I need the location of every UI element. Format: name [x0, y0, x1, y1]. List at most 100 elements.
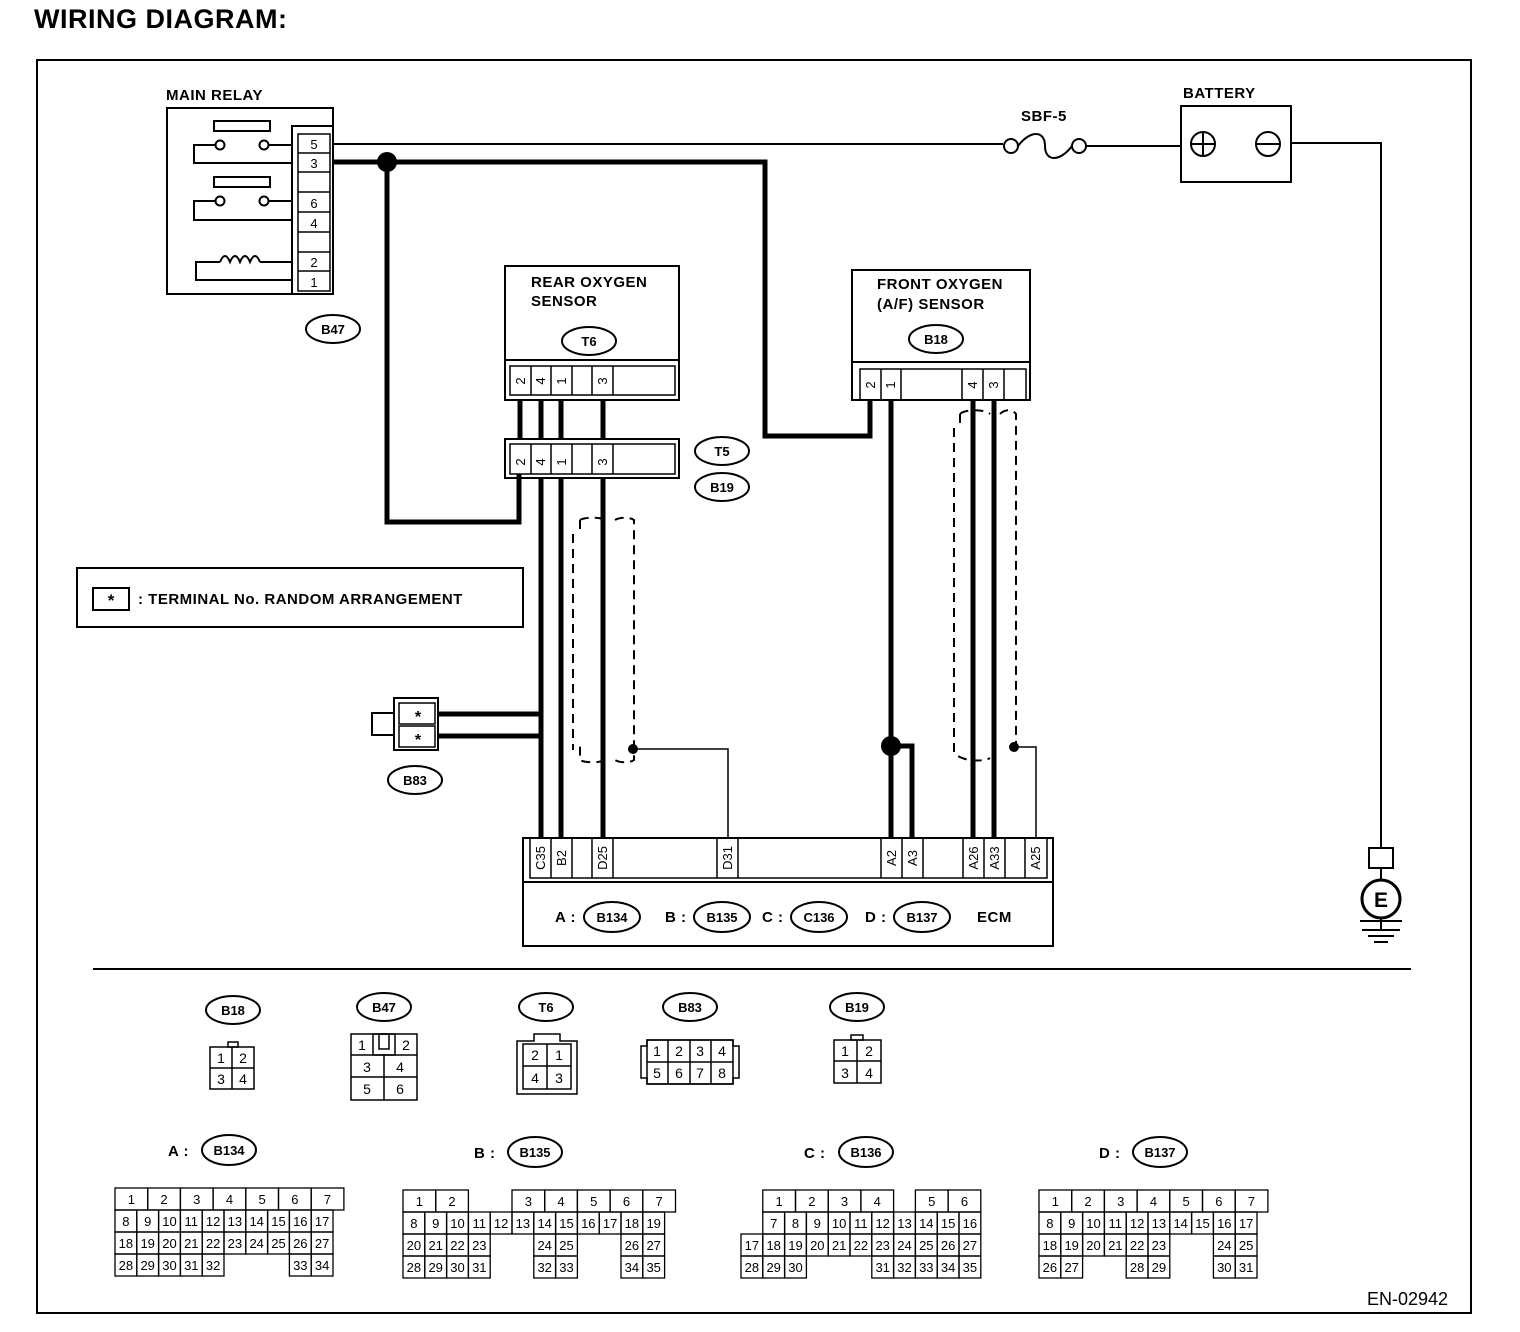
terminal-note: * : TERMINAL No. RANDOM ARRANGEMENT [76, 567, 524, 628]
relay-pin: 5 [310, 137, 317, 152]
ecm-pin-number: 19 [788, 1238, 802, 1253]
ecm-pin-number: 20 [162, 1236, 176, 1251]
ecm-pin-number: 26 [293, 1236, 307, 1251]
connector-face-b47: B47 1 2 3 4 5 6 [350, 992, 418, 1101]
front-sensor-line1: FRONT OXYGEN [877, 276, 1003, 293]
ecm-pin-number: 30 [450, 1260, 464, 1275]
face-pin: 5 [363, 1081, 371, 1097]
ecm-pin-number: 29 [428, 1260, 442, 1275]
ecm-pin-number: 28 [119, 1258, 133, 1273]
ecm-pin-cell [783, 1255, 808, 1279]
b83-tag: B83 [403, 773, 427, 788]
ecm-pin-number: 3 [841, 1194, 848, 1209]
mid-pin: 3 [595, 458, 610, 465]
ecm-pin-number: 19 [140, 1236, 154, 1251]
face-tag: B19 [845, 1000, 869, 1015]
mid-pin: 4 [533, 458, 548, 465]
b18-tag: B18 [924, 332, 948, 347]
b83-pin: * [415, 709, 422, 726]
ecm-pin-number: 15 [941, 1216, 955, 1231]
ecm-pin-number: 16 [581, 1216, 595, 1231]
rear-sensor-line1: REAR OXYGEN [531, 274, 647, 291]
face-pin: 4 [718, 1043, 726, 1059]
ecm-pin-cell [958, 1255, 982, 1279]
ecm-pin-number: 2 [448, 1194, 455, 1209]
ecm-pin-number: 11 [473, 1216, 487, 1231]
ecm-pin-number: 22 [450, 1238, 464, 1253]
note-symbol: * [108, 591, 115, 610]
ecm-pin-number: 24 [537, 1238, 551, 1253]
face-tag: B83 [678, 1000, 702, 1015]
ecm-pin-number: 34 [315, 1258, 329, 1273]
ecm-pin-number: 12 [875, 1216, 889, 1231]
main-relay-label: MAIN RELAY [166, 87, 263, 104]
ecm-pin-number: 23 [1152, 1238, 1166, 1253]
ecm-pin-number: 11 [185, 1214, 199, 1229]
ecm-face-letter: A : [168, 1143, 189, 1160]
b47-tag: B47 [321, 322, 345, 337]
face-pin: 1 [841, 1043, 849, 1059]
face-pin: 4 [239, 1071, 247, 1087]
ecm-pin-number: 21 [428, 1238, 442, 1253]
face-pin: 2 [402, 1037, 410, 1053]
face-pin: 7 [696, 1065, 704, 1081]
face-pin: 3 [363, 1059, 371, 1075]
ecm-pin-number: 4 [874, 1194, 881, 1209]
ecm-pin-cell [642, 1255, 666, 1279]
b19-tag: B19 [710, 480, 734, 495]
ecm-pin-number: 30 [788, 1260, 802, 1275]
relay-pin: 6 [310, 196, 317, 211]
ecm-pin: C35 [533, 846, 548, 870]
connector-face-b19: B19 1 2 3 4 [829, 992, 885, 1084]
ecm-pin: A3 [905, 850, 920, 866]
ecm-pin-number: 4 [557, 1194, 564, 1209]
ecm-pin-number: 10 [450, 1216, 464, 1231]
ecm-pin-number: 25 [919, 1238, 933, 1253]
ecm-legend-connector: B137 [906, 910, 937, 925]
ecm-pin-number: 31 [875, 1260, 889, 1275]
ecm-pin-number: 14 [249, 1214, 263, 1229]
ecm-pin-number: 35 [963, 1260, 977, 1275]
ecm-pin-number: 25 [1239, 1238, 1253, 1253]
ecm-pin-number: 7 [1248, 1194, 1255, 1209]
mid-pin: 2 [513, 458, 528, 465]
ecm-pin-number: 6 [623, 1194, 630, 1209]
ecm-pin-number: 15 [271, 1214, 285, 1229]
ecm-pin-number: 14 [537, 1216, 551, 1231]
ecm-legend-connector: B134 [596, 910, 628, 925]
ecm-pin-number: 21 [184, 1236, 198, 1251]
ecm-pin-number: 5 [928, 1194, 935, 1209]
ecm-pin-number: 5 [259, 1192, 266, 1207]
front-sensor-pin: 2 [863, 381, 878, 388]
face-pin: 1 [217, 1050, 225, 1066]
supply-wires [333, 142, 1382, 848]
ecm-pin-number: 10 [162, 1214, 176, 1229]
ecm-pin-number: 34 [625, 1260, 639, 1275]
front-sensor-pin: 4 [965, 381, 980, 388]
ecm-pin-number: 27 [963, 1238, 977, 1253]
ecm-pin-number: 22 [206, 1236, 220, 1251]
ecm-pin-number: 10 [1086, 1216, 1100, 1231]
ecm-legend-letter: B : [665, 909, 687, 926]
ecm-pin-cell [1234, 1255, 1258, 1279]
ecm-pin-number: 33 [559, 1260, 573, 1275]
ecm-pin-number: 31 [472, 1260, 486, 1275]
ecm-pin-number: 5 [590, 1194, 597, 1209]
ecm-pin-number: 26 [1043, 1260, 1057, 1275]
ecm-pin-number: 10 [832, 1216, 846, 1231]
ecm-pin-number: 2 [1084, 1194, 1091, 1209]
ecm-pin-number: 31 [184, 1258, 198, 1273]
ecm-pin: A26 [966, 846, 981, 869]
rear-oxygen-sensor: REAR OXYGEN SENSOR T6 2 4 1 3 [504, 265, 680, 401]
rear-sensor-pin: 3 [595, 377, 610, 384]
ecm-pin-number: 7 [656, 1194, 663, 1209]
ecm-pin: A2 [884, 850, 899, 866]
rear-sensor-pin: 2 [513, 377, 528, 384]
front-sensor-pin: 3 [986, 381, 1001, 388]
ecm-pin-number: 9 [144, 1214, 151, 1229]
ecm-pin-number: 12 [494, 1216, 508, 1231]
ground-label: E [1374, 889, 1388, 912]
ecm-pin-number: 9 [1068, 1216, 1075, 1231]
ecm-pin-number: 2 [808, 1194, 815, 1209]
